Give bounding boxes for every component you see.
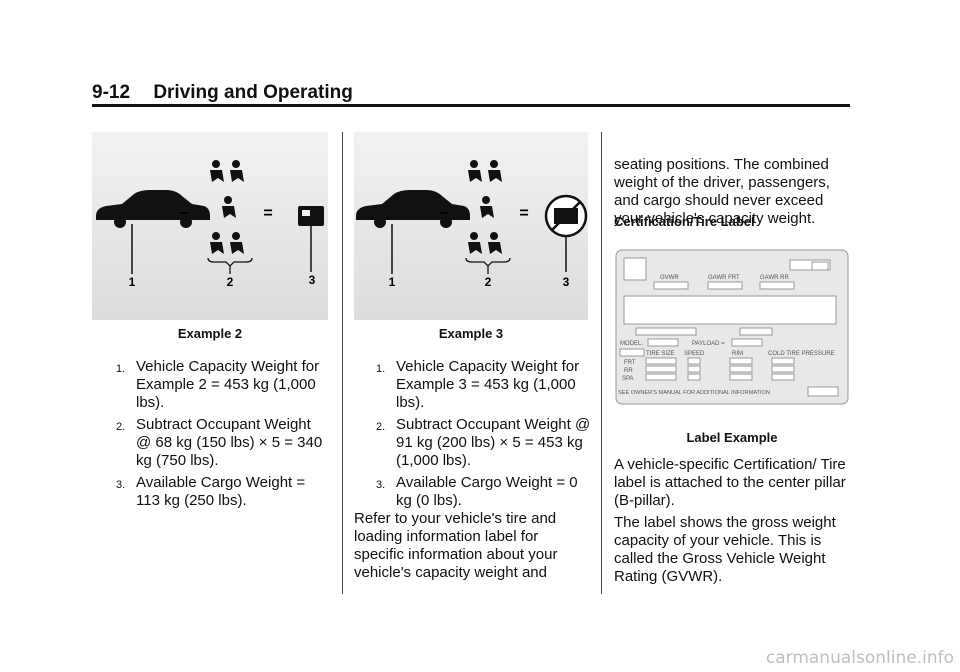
label-example-caption: Label Example	[686, 430, 778, 445]
example-3-list: 1.Vehicle Capacity Weight for Example 3 …	[376, 358, 592, 514]
callout-3: 3	[309, 273, 316, 287]
header-rule	[92, 104, 850, 107]
callout-1: 1	[129, 275, 136, 289]
example-2-caption: Example 2	[177, 326, 243, 341]
svg-text:GAWR FRT: GAWR FRT	[708, 275, 740, 281]
equals-sign: =	[519, 205, 528, 222]
page-header: 9-12 Driving and Operating	[92, 82, 353, 104]
car-icon	[356, 190, 470, 228]
svg-text:SPEED: SPEED	[684, 351, 705, 357]
minus-sign: –	[439, 202, 449, 222]
car-icon	[96, 190, 210, 228]
list-item: 1.Vehicle Capacity Weight for Example 3 …	[376, 358, 580, 411]
callout-2: 2	[485, 275, 492, 289]
tire-label-illustration: GVWR GAWR FRT GAWR RR MODEL: PAYLOAD = T…	[614, 248, 850, 406]
watermark: carmanualsonline.info	[765, 648, 954, 668]
svg-text:GAWR RR: GAWR RR	[760, 275, 789, 281]
label-location-paragraph: A vehicle-specific Certification/ Tire l…	[614, 456, 846, 509]
svg-text:RR: RR	[624, 368, 633, 374]
svg-text:MODEL:: MODEL:	[620, 341, 643, 347]
example-2-figure: – = 1 2 3	[92, 132, 328, 320]
svg-text:RIM: RIM	[732, 351, 743, 357]
example-3-caption: Example 3	[438, 326, 504, 341]
callout-3: 3	[563, 275, 570, 289]
svg-text:GVWR: GVWR	[660, 275, 679, 281]
svg-text:SEE OWNER'S MANUAL FOR ADDITIO: SEE OWNER'S MANUAL FOR ADDITIONAL INFORM…	[618, 390, 770, 396]
list-item: 2.Subtract Occupant Weight @ 68 kg (150 …	[116, 416, 323, 469]
list-item: 3.Available Cargo Weight = 0 kg (0 lbs).	[376, 474, 578, 509]
occupant-icons	[468, 160, 502, 254]
column-divider-2	[601, 132, 602, 594]
list-item: 3.Available Cargo Weight = 113 kg (250 l…	[116, 474, 306, 509]
svg-text:PAYLOAD =: PAYLOAD =	[692, 341, 725, 347]
example-3-illustration: – = 1 2 3	[356, 160, 588, 289]
callout-2: 2	[227, 275, 234, 289]
seating-paragraph: seating positions. The combined weight o…	[614, 156, 830, 227]
equals-sign: =	[263, 205, 272, 222]
certification-heading: Certification/Tire Label	[614, 214, 755, 229]
example-2-illustration: – = 1 2 3	[96, 160, 324, 289]
example-2-list: 1.Vehicle Capacity Weight for Example 2 …	[116, 358, 328, 514]
cargo-icon	[298, 206, 324, 226]
list-item: 2.Subtract Occupant Weight @ 91 kg (200 …	[376, 416, 591, 469]
minus-sign: –	[179, 202, 189, 222]
section-title: Driving and Operating	[153, 82, 353, 103]
list-item: 1.Vehicle Capacity Weight for Example 2 …	[116, 358, 320, 411]
svg-text:TIRE SIZE: TIRE SIZE	[646, 351, 675, 357]
example-3-figure: – = 1 2 3	[354, 132, 588, 320]
gvwr-paragraph: The label shows the gross weight capacit…	[614, 514, 836, 585]
svg-text:COLD TIRE PRESSURE: COLD TIRE PRESSURE	[768, 351, 835, 357]
svg-text:SPA: SPA	[622, 376, 634, 382]
column-divider-1	[342, 132, 343, 594]
occupant-icons	[210, 160, 244, 254]
callout-1: 1	[389, 275, 396, 289]
capacity-paragraph: Refer to your vehicle's tire and loading…	[354, 510, 558, 581]
svg-text:FRT: FRT	[624, 360, 636, 366]
no-cargo-icon	[544, 194, 588, 238]
page-number: 9-12	[92, 82, 131, 103]
